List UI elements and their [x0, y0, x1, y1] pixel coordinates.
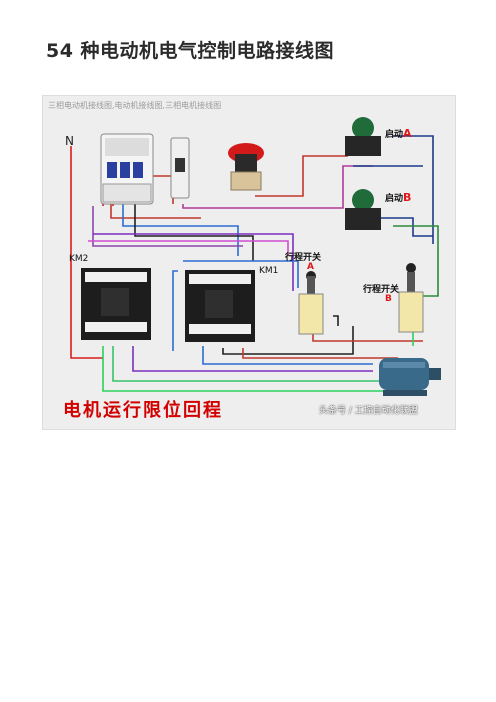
start-button-b-graphic	[345, 189, 381, 230]
limit-b-letter: B	[385, 294, 392, 304]
limit-a-text: 行程开关	[285, 253, 322, 263]
diagram-footer-title: 电机运行限位回程	[63, 400, 223, 421]
limit-a-letter: A	[307, 262, 314, 272]
start-b-text: 启动	[385, 194, 404, 204]
contactor-km2	[81, 268, 151, 340]
circuit-breaker	[100, 133, 154, 205]
single-breaker	[170, 137, 190, 199]
stop-button-graphic	[228, 143, 264, 191]
start-button-a-graphic	[345, 117, 381, 156]
start-a-letter: A	[403, 127, 412, 140]
neutral-label: N	[65, 134, 74, 148]
start-a-label: 启动A	[385, 122, 412, 141]
km2-label: KM2	[69, 254, 89, 264]
limit-b-text: 行程开关	[363, 285, 400, 295]
watermark: 头条号 / 工控自动化联盟	[319, 406, 418, 416]
km1-label: KM1	[259, 266, 279, 276]
limit-switch-b-graphic	[398, 263, 424, 333]
motor-graphic	[379, 358, 441, 396]
wiring-diagram-image: 三相电动机接线图,电动机接线图,三相电机接线图 N 启动A 启动B KM2 KM…	[42, 95, 456, 430]
contactor-km1	[185, 270, 255, 342]
start-a-text: 启动	[385, 130, 404, 140]
start-b-letter: B	[403, 191, 412, 204]
wiring-diagram-graphic	[70, 117, 441, 396]
page-title: 54 种电动机电气控制电路接线图	[46, 40, 335, 62]
start-b-label: 启动B	[385, 186, 411, 205]
image-caption: 三相电动机接线图,电动机接线图,三相电机接线图	[48, 101, 222, 110]
limit-switch-a-graphic	[298, 271, 324, 335]
